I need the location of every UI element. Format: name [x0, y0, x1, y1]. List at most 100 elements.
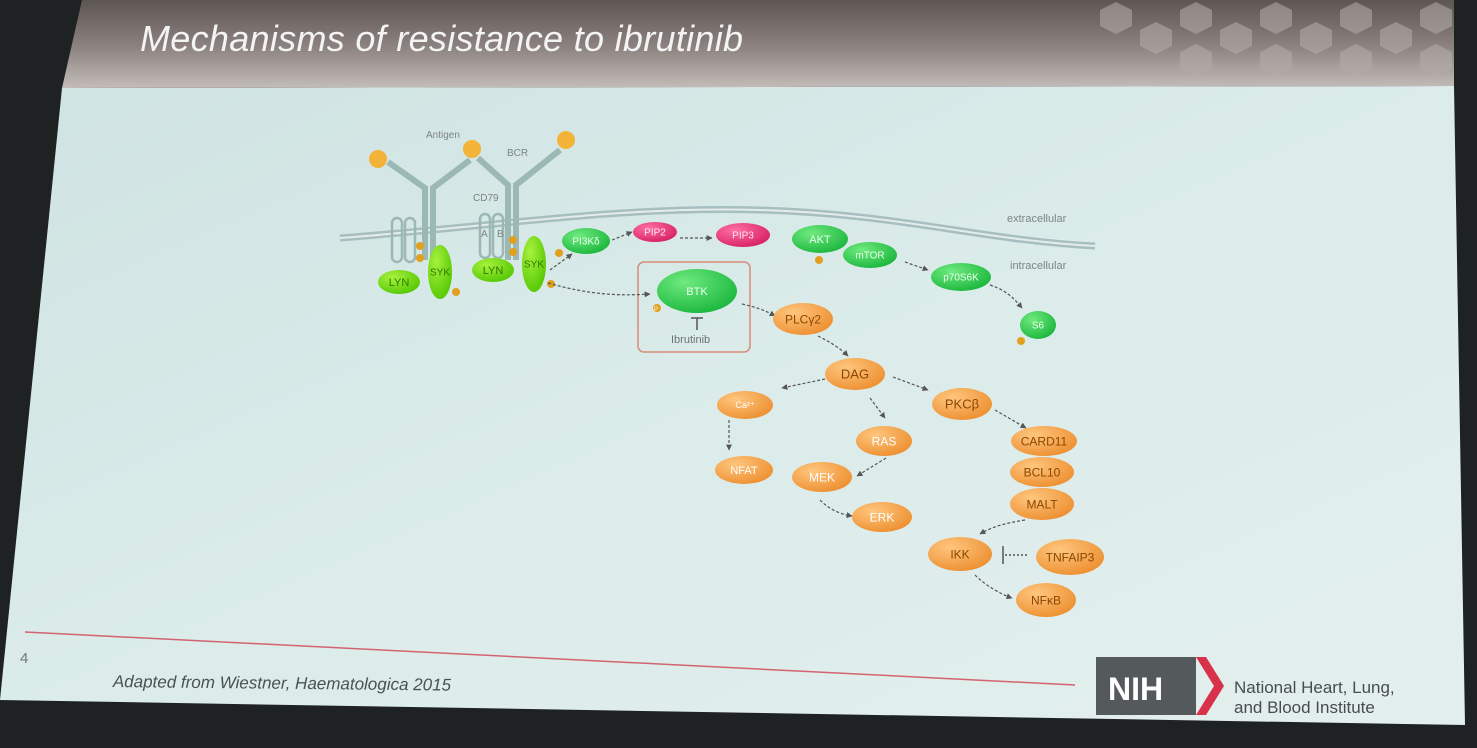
node-malt-shape	[1010, 488, 1074, 520]
node-bcl10-label: BCL10	[1024, 465, 1061, 479]
node-syk1-label: SYK	[430, 268, 450, 279]
hexagon-pattern	[1100, 2, 1452, 76]
node-plcg2: PLCγ2	[773, 303, 833, 335]
node-plcg2-shape	[773, 303, 833, 335]
node-tnfaip3-shape	[1036, 539, 1104, 575]
node-erk-shape	[852, 502, 912, 532]
node-akt-shape	[792, 225, 848, 253]
node-ikk: IKK	[928, 537, 992, 571]
node-syk2-label: SYK	[524, 260, 544, 271]
node-lyn2: LYN	[472, 258, 514, 282]
node-mtor: mTOR	[843, 242, 897, 268]
node-pip3-shape	[716, 223, 770, 247]
node-pip3: PIP3	[716, 223, 770, 247]
node-syk2: SYK	[522, 236, 546, 292]
node-btk-label: BTK	[686, 286, 708, 298]
node-card11-shape	[1011, 426, 1077, 456]
node-mek: MEK	[792, 462, 852, 492]
institute-name-line1: National Heart, Lung,	[1234, 678, 1395, 697]
node-dag: DAG	[825, 358, 885, 390]
node-lyn1-shape	[378, 270, 420, 294]
nih-logo: NIH	[1096, 657, 1224, 715]
intracellular-label: intracellular	[1010, 260, 1067, 272]
node-tnfaip3: TNFAIP3	[1036, 539, 1104, 575]
node-pkcb-shape	[932, 388, 992, 420]
institute-name-line2: and Blood Institute	[1234, 698, 1375, 717]
node-malt-label: MALT	[1026, 497, 1058, 511]
antigen-label: Antigen	[426, 130, 460, 141]
phospho-label: P	[654, 307, 658, 313]
node-nfkb-label: NFκB	[1031, 593, 1061, 607]
node-syk1-shape	[428, 245, 452, 299]
node-pip2: PIP2	[633, 222, 677, 242]
node-dag-shape	[825, 358, 885, 390]
inhibition-mark	[691, 317, 703, 330]
node-pi3k: PI3Kδ	[562, 228, 610, 254]
node-ras-label: RAS	[872, 434, 897, 448]
node-ras: RAS	[856, 426, 912, 456]
node-malt: MALT	[1010, 488, 1074, 520]
node-syk1: SYK	[428, 245, 452, 299]
node-lyn1: LYN	[378, 270, 420, 294]
node-btk: BTK	[657, 269, 737, 313]
nih-logo-text: NIH	[1108, 671, 1163, 707]
node-erk-label: ERK	[870, 510, 895, 524]
node-nfat-shape	[715, 456, 773, 484]
antigen-dot	[557, 131, 575, 149]
node-btk-shape	[657, 269, 737, 313]
node-nfkb-shape	[1016, 583, 1076, 617]
node-mtor-label: mTOR	[855, 251, 884, 262]
slide-title: Mechanisms of resistance to ibrutinib	[140, 18, 744, 59]
node-ca: Ca²⁺	[717, 391, 773, 419]
node-pip2-label: PIP2	[644, 228, 666, 239]
node-bcl10: BCL10	[1010, 457, 1074, 487]
node-ca-shape	[717, 391, 773, 419]
citation: Adapted from Wiestner, Haematologica 201…	[112, 672, 452, 695]
node-mek-shape	[792, 462, 852, 492]
node-s6-shape	[1020, 311, 1056, 339]
node-ras-shape	[856, 426, 912, 456]
chain-b-label: B	[497, 229, 504, 240]
antigen-dot	[463, 140, 481, 158]
node-card11: CARD11	[1011, 426, 1077, 456]
node-pi3k-shape	[562, 228, 610, 254]
node-mtor-shape	[843, 242, 897, 268]
slide-number: 4	[20, 650, 29, 667]
bcr-label: BCR	[507, 148, 528, 159]
node-tnfaip3-label: TNFAIP3	[1046, 550, 1095, 564]
node-pkcb-label: PKCβ	[945, 397, 979, 412]
antigen-dot	[369, 150, 387, 168]
node-syk2-shape	[522, 236, 546, 292]
bcr-receptor-left	[386, 157, 472, 260]
node-dag-label: DAG	[841, 367, 869, 382]
extracellular-label: extracellular	[1007, 213, 1067, 225]
node-lyn1-label: LYN	[389, 277, 410, 289]
node-card11-label: CARD11	[1021, 434, 1068, 448]
node-akt: AKT	[792, 225, 848, 253]
node-pip2-shape	[633, 222, 677, 242]
node-akt-label: AKT	[809, 234, 831, 246]
node-pi3k-label: PI3Kδ	[572, 237, 600, 248]
node-pkcb: PKCβ	[932, 388, 992, 420]
node-bcl10-shape	[1010, 457, 1074, 487]
node-s6-label: S6	[1032, 321, 1045, 332]
cd79-label: CD79	[473, 193, 499, 204]
node-lyn2-shape	[472, 258, 514, 282]
node-ca-label: Ca²⁺	[735, 400, 755, 410]
node-plcg2-label: PLCγ2	[785, 312, 821, 326]
pathway-arrows	[547, 231, 1027, 600]
cell-membrane	[339, 205, 1096, 250]
node-ikk-label: IKK	[950, 547, 969, 561]
ibrutinib-label: Ibrutinib	[671, 334, 710, 346]
bcr-receptor-right	[475, 147, 562, 260]
footer-line	[24, 631, 1076, 686]
node-s6: S6	[1020, 311, 1056, 339]
cd79-chains	[390, 212, 505, 264]
node-pip3-label: PIP3	[732, 231, 754, 242]
phospho-dots	[416, 236, 1025, 345]
chain-a-label: A	[481, 229, 488, 240]
node-nfat: NFAT	[715, 456, 773, 484]
node-nfat-label: NFAT	[730, 465, 758, 477]
node-p70s6k-shape	[931, 263, 991, 291]
